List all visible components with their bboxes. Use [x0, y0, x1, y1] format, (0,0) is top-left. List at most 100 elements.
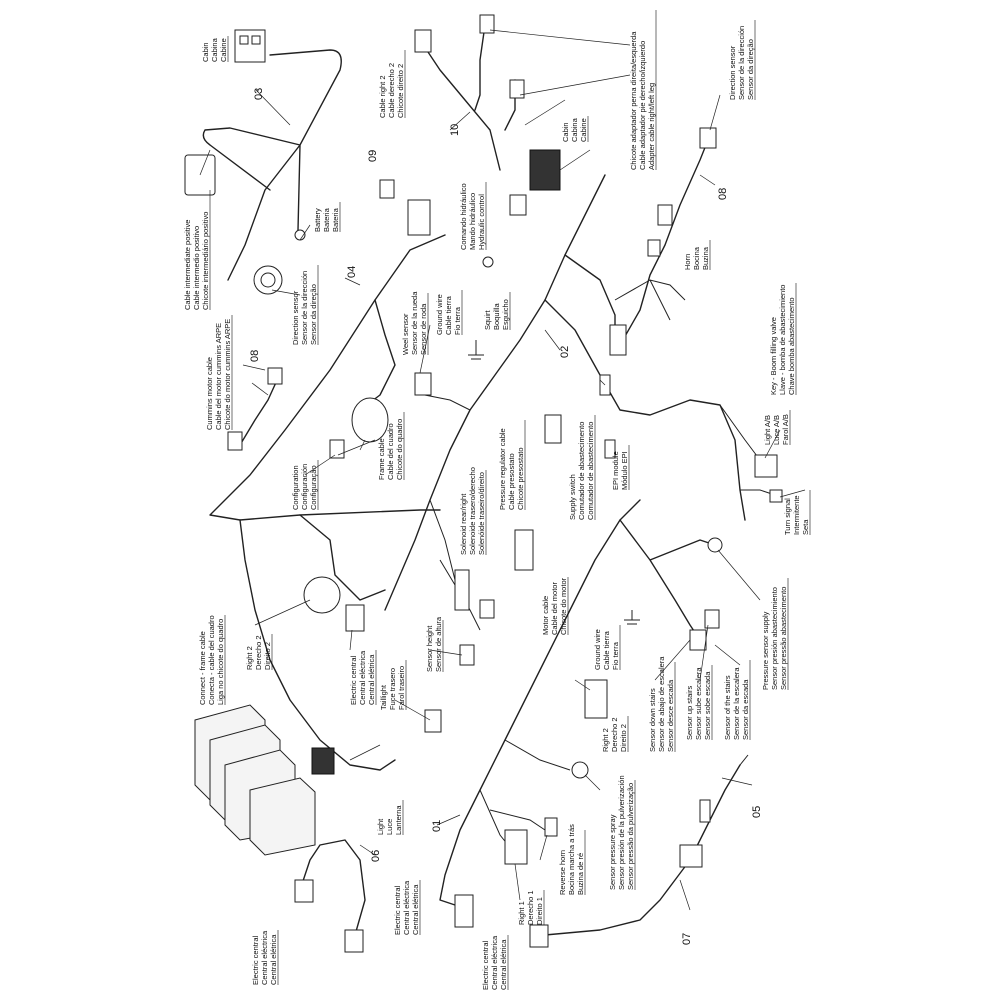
label-cabin-top: Cabin Cabina Cabine [201, 36, 229, 62]
svg-text:Buzina: Buzina [701, 246, 710, 270]
svg-text:Electric central: Electric central [251, 935, 260, 985]
svg-text:Bateria: Bateria [322, 207, 331, 232]
svg-text:Cable intermediate positive: Cable intermediate positive [183, 220, 192, 310]
svg-text:Chicote intermediário positivo: Chicote intermediário positivo [201, 212, 210, 310]
svg-text:Pressure sensor supply: Pressure sensor supply [761, 611, 770, 690]
label-direction-sensor-right: Direction sensor Sensor de la dirección … [728, 20, 756, 100]
harness-cables [202, 24, 776, 936]
svg-text:Sensor pressão abastecimento: Sensor pressão abastecimento [779, 587, 788, 690]
label-ground-wire-top: Ground wire Cable tierra Fio terra [435, 290, 463, 335]
cable-06 [299, 839, 366, 936]
svg-text:Sensor up stairs: Sensor up stairs [685, 686, 694, 740]
svg-text:Sensor de la dirección: Sensor de la dirección [300, 271, 309, 345]
svg-text:Sensor da direção: Sensor da direção [309, 284, 318, 345]
cable-spray-lead [504, 739, 571, 771]
direction-sensor-right-connector [699, 127, 717, 149]
svg-text:Intermitente: Intermitente [792, 495, 801, 535]
wheel-sensor-connector [414, 372, 432, 396]
svg-text:Battery: Battery [313, 208, 322, 232]
label-cable-right2: Cable right 2 Cable derecho 2 Chicote di… [378, 50, 406, 118]
svg-text:Central elétrica: Central elétrica [269, 934, 278, 985]
electric-central-06a-connector [294, 879, 314, 903]
svg-text:Bocina: Bocina [692, 246, 701, 270]
sensor-up-stairs-connector [704, 609, 720, 629]
svg-text:Direito 2: Direito 2 [619, 724, 628, 752]
label-cummins: Cummins motor cable Cable del motor cumm… [205, 315, 233, 430]
svg-text:Sensor de la dirección: Sensor de la dirección [737, 26, 746, 100]
svg-text:Weel sensor: Weel sensor [401, 313, 410, 355]
svg-text:Conecta - cable del cuadro: Conecta - cable del cuadro [207, 615, 216, 705]
svg-text:Sensor de abajo de escalera: Sensor de abajo de escalera [657, 656, 666, 752]
label-light-ab: Light A/B Luce A/B Farol A/B [763, 410, 791, 445]
svg-text:Sensor da escada: Sensor da escada [741, 679, 750, 740]
cable-10-connector-a [509, 79, 525, 99]
part-number-01: 01 [431, 820, 443, 832]
svg-text:Right 2: Right 2 [245, 646, 254, 670]
svg-text:Luce: Luce [385, 819, 394, 835]
taillight-connector [424, 709, 442, 733]
part-number-04: 04 [346, 266, 358, 278]
svg-text:Farol A/B: Farol A/B [781, 414, 790, 445]
cable-10-connector-c [414, 29, 432, 53]
svg-text:Configuration: Configuration [291, 465, 300, 510]
label-direction-sensor-left: Direction sensor Sensor de la dirección … [291, 265, 319, 345]
part-number-10: 10 [449, 124, 461, 136]
label-light: Light Luce Lanterna [376, 800, 404, 835]
part-number-08-right: 08 [717, 188, 729, 200]
svg-text:Boquilla: Boquilla [492, 302, 501, 330]
svg-text:Liga no chicote do quadro: Liga no chicote do quadro [216, 619, 225, 705]
svg-text:Fuce trasero: Fuce trasero [388, 668, 397, 710]
svg-text:Electric central: Electric central [349, 655, 358, 705]
svg-text:Comutador de abastecimento: Comutador de abastecimento [577, 422, 586, 520]
part-05-sensor [699, 799, 711, 823]
svg-text:Cable del cuadro: Cable del cuadro [386, 423, 395, 480]
svg-text:Derecho 2: Derecho 2 [254, 635, 263, 670]
svg-text:Cable derecho 2: Cable derecho 2 [387, 63, 396, 118]
direction-sensor-08-connector [657, 204, 673, 226]
part-number-08-left: 08 [249, 350, 261, 362]
svg-text:Cabin: Cabin [561, 122, 570, 142]
cable-08-right [619, 134, 711, 346]
svg-text:Chicote adaptador perna direit: Chicote adaptador perna direita/esquerda [629, 31, 638, 170]
svg-text:Bateria: Bateria [331, 207, 340, 232]
svg-text:Direito 2: Direito 2 [263, 642, 272, 670]
svg-text:Sensor de roda: Sensor de roda [419, 303, 428, 355]
label-right2-mid: Right 2 Derecho 2 Direito 2 [601, 716, 629, 752]
solenoid-connector-2 [479, 599, 495, 619]
svg-text:Central eléctrica: Central eléctrica [490, 935, 499, 990]
electric-central-block [194, 704, 316, 856]
svg-text:Derecho 1: Derecho 1 [526, 890, 535, 925]
svg-text:Direction sensor: Direction sensor [728, 45, 737, 100]
sensor-05-probe [739, 754, 749, 766]
svg-text:Central elétrica: Central elétrica [367, 654, 376, 705]
label-key-boom: Key - Boom filling valve Llave - bomba d… [769, 283, 797, 395]
supply-switch-connector [514, 529, 534, 571]
svg-text:Chave bomba abastecimento: Chave bomba abastecimento [787, 297, 796, 395]
cabin-right-connector [529, 149, 561, 191]
sensor-height-connector [459, 644, 475, 666]
label-sensor-of-stairs: Sensor of the stairs Sensor de la escale… [723, 660, 751, 740]
svg-text:Chicote do motor: Chicote do motor [559, 577, 568, 635]
svg-text:Light A/B: Light A/B [763, 415, 772, 445]
svg-text:Configuración: Configuración [300, 464, 309, 510]
svg-text:Lanterna: Lanterna [394, 805, 403, 835]
svg-text:Sensor pressão da pulverização: Sensor pressão da pulverização [626, 783, 635, 890]
label-adapter-cable: Chicote adaptador perna direita/esquerda… [629, 10, 657, 170]
svg-text:Squirt: Squirt [483, 309, 492, 330]
part-numbers: 03 09 04 08 02 10 08 01 06 05 07 [249, 88, 763, 945]
label-taillight: Taillight Fuce trasero Farol traseiro [379, 660, 407, 710]
svg-text:EPI module: EPI module [611, 451, 620, 490]
svg-text:Supply switch: Supply switch [568, 474, 577, 520]
svg-text:Chicote direito 2: Chicote direito 2 [396, 64, 405, 118]
svg-text:Central eléctrica: Central eléctrica [402, 880, 411, 935]
cummins-connector [267, 367, 283, 385]
svg-text:Sensor of the stairs: Sensor of the stairs [723, 675, 732, 740]
svg-text:Comando hidráulico: Comando hidráulico [459, 183, 468, 250]
svg-text:Electric central: Electric central [393, 885, 402, 935]
svg-text:Sensor da direção: Sensor da direção [746, 39, 755, 100]
svg-text:Turn signal: Turn signal [783, 498, 792, 535]
svg-text:Sensor presión abastecimiento: Sensor presión abastecimiento [770, 587, 779, 690]
svg-text:Sensor pressure spray: Sensor pressure spray [608, 814, 617, 890]
label-cabin-right: Cabin Cabina Cabine [561, 116, 589, 142]
svg-text:Sensor height: Sensor height [425, 625, 434, 672]
